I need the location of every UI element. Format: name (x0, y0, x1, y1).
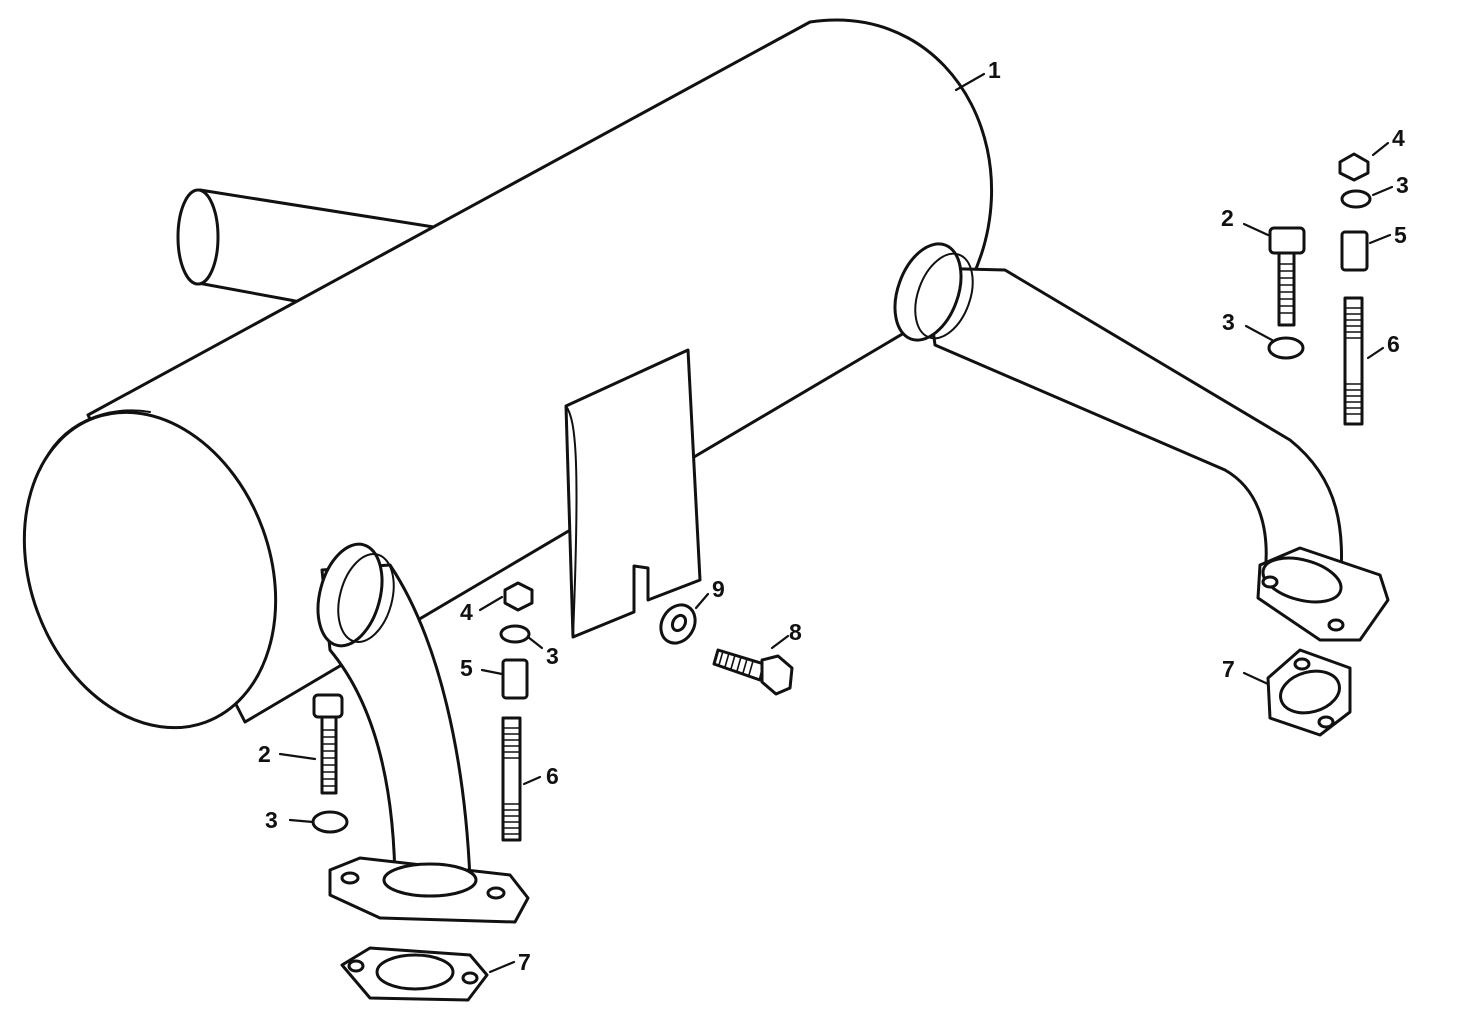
spacer-right (1340, 230, 1369, 272)
nut-center (503, 581, 534, 612)
cap-screw-right-head (1268, 226, 1306, 255)
right-hardware (1267, 152, 1372, 426)
lock-washer-center (499, 624, 531, 644)
callout-7-right: 7 (1222, 656, 1235, 682)
callout-4-right: 4 (1392, 125, 1405, 151)
left-exhaust-pipe (316, 542, 530, 924)
bolt (712, 648, 794, 696)
stud-right (1343, 296, 1364, 426)
callout-6-right: 6 (1387, 331, 1400, 357)
callout-3-center: 3 (546, 643, 559, 669)
callout-labels: 1 4 3 5 6 2 3 7 4 3 5 6 2 3 7 8 9 (258, 57, 1409, 975)
callout-5-center: 5 (460, 655, 473, 681)
callout-1: 1 (988, 57, 1001, 83)
muffler-body (22, 18, 994, 730)
callout-7-left: 7 (518, 949, 531, 975)
lock-washer-right (1267, 336, 1305, 360)
callout-3-top-right: 3 (1396, 172, 1409, 198)
center-hardware (499, 581, 534, 842)
gasket-left (340, 946, 489, 1002)
callout-8: 8 (789, 619, 802, 645)
cap-screw-left-head (312, 693, 344, 719)
callout-3-left: 3 (265, 807, 278, 833)
flat-washer (659, 603, 697, 645)
mounting-bracket (564, 348, 702, 639)
callout-2-right: 2 (1221, 205, 1234, 231)
cap-screw-left-shank (320, 715, 338, 795)
callout-5-right: 5 (1394, 222, 1407, 248)
nut-right (1338, 152, 1370, 182)
callout-6-center: 6 (546, 763, 559, 789)
tail-pipe (176, 188, 442, 312)
callout-4-center: 4 (460, 599, 473, 625)
callout-9: 9 (712, 576, 725, 602)
callout-3-right: 3 (1222, 309, 1235, 335)
left-hardware (311, 693, 349, 834)
right-exhaust-pipe (893, 242, 1390, 642)
lock-washer-left (311, 810, 349, 834)
leader-lines (278, 72, 1394, 974)
callout-2-left: 2 (258, 741, 271, 767)
gasket-right (1266, 648, 1352, 737)
spacer-center (501, 658, 529, 700)
lock-washer-top-right (1340, 189, 1372, 209)
